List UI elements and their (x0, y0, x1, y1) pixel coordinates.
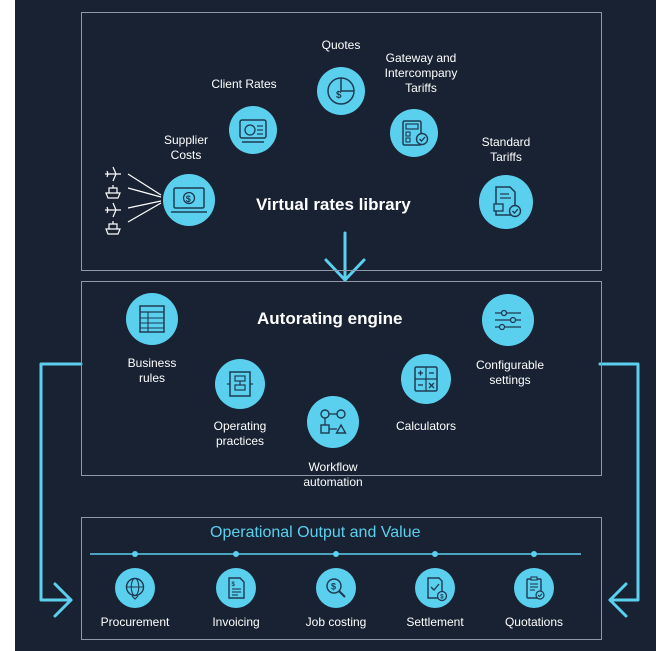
library-title: Virtual rates library (256, 195, 411, 214)
output-label-invoicing: Invoicing (212, 615, 260, 629)
calculator-icon (414, 366, 438, 392)
supplier-costs-node: $ (163, 174, 215, 226)
svg-text:$: $ (186, 194, 191, 204)
airplane-icon (105, 166, 121, 182)
client-rates-node (229, 106, 277, 154)
rate-card-dollar-icon (239, 119, 267, 143)
document-stamp-icon (493, 186, 522, 218)
airplane-icon (105, 202, 121, 218)
svg-text:$: $ (336, 90, 342, 101)
laptop-dollar-icon: $ (171, 187, 207, 213)
calculator-check-icon (402, 120, 429, 146)
globe-check-icon (125, 577, 145, 600)
output-title: Operational Output and Value (210, 524, 421, 541)
virtual-rates-library-box (81, 12, 602, 271)
output-label-job-costing: Job costing (305, 615, 367, 629)
operating-practices-node (215, 359, 265, 409)
node-label-calculators: Calculators (395, 419, 457, 433)
diagram-canvas: Virtual rates library Quotes $ Client Ra… (15, 0, 656, 651)
ship-icon (105, 185, 121, 199)
pie-chart-dollar-icon: $ (327, 77, 355, 105)
operational-output-box (81, 517, 602, 640)
gateway-tariffs-node (390, 109, 438, 157)
calculators-node (401, 354, 451, 404)
autorating-engine-box (81, 281, 602, 476)
invoice-document-icon: $ (228, 577, 245, 599)
configurable-settings-node (482, 294, 534, 346)
workflow-automation-node (307, 396, 359, 448)
left-loop-arrow-icon (39, 362, 83, 618)
table-rules-icon (139, 305, 165, 333)
output-timeline (90, 551, 581, 557)
engine-title: Autorating engine (257, 309, 403, 328)
quotations-item (514, 568, 554, 608)
standard-tariffs-node (479, 175, 533, 229)
svg-text:$: $ (440, 595, 444, 601)
transport-lines (127, 173, 162, 223)
settlement-document-icon: $ (427, 577, 448, 602)
job-costing-item: $ (316, 568, 356, 608)
dollar-magnifier-icon: $ (326, 578, 346, 598)
node-label-client-rates: Client Rates (211, 77, 277, 91)
quotes-node: $ (317, 67, 365, 115)
business-rules-node (126, 293, 178, 345)
connectors (39, 173, 640, 618)
svg-text:$: $ (232, 582, 236, 588)
down-arrow-icon (324, 231, 366, 282)
process-board-icon (227, 371, 253, 397)
output-label-settlement: Settlement (406, 615, 464, 629)
procurement-item (115, 568, 155, 608)
right-loop-arrow-icon (598, 362, 640, 618)
output-label-procurement: Procurement (100, 615, 170, 629)
workflow-shapes-icon (320, 409, 347, 434)
settlement-item: $ (415, 568, 455, 608)
node-label-quotes: Quotes (321, 38, 361, 52)
sliders-icon (495, 309, 521, 331)
svg-text:$: $ (331, 582, 336, 592)
invoicing-item: $ (216, 568, 256, 608)
output-label-quotations: Quotations (504, 615, 564, 629)
clipboard-check-icon (526, 576, 545, 600)
ship-icon (105, 221, 121, 235)
